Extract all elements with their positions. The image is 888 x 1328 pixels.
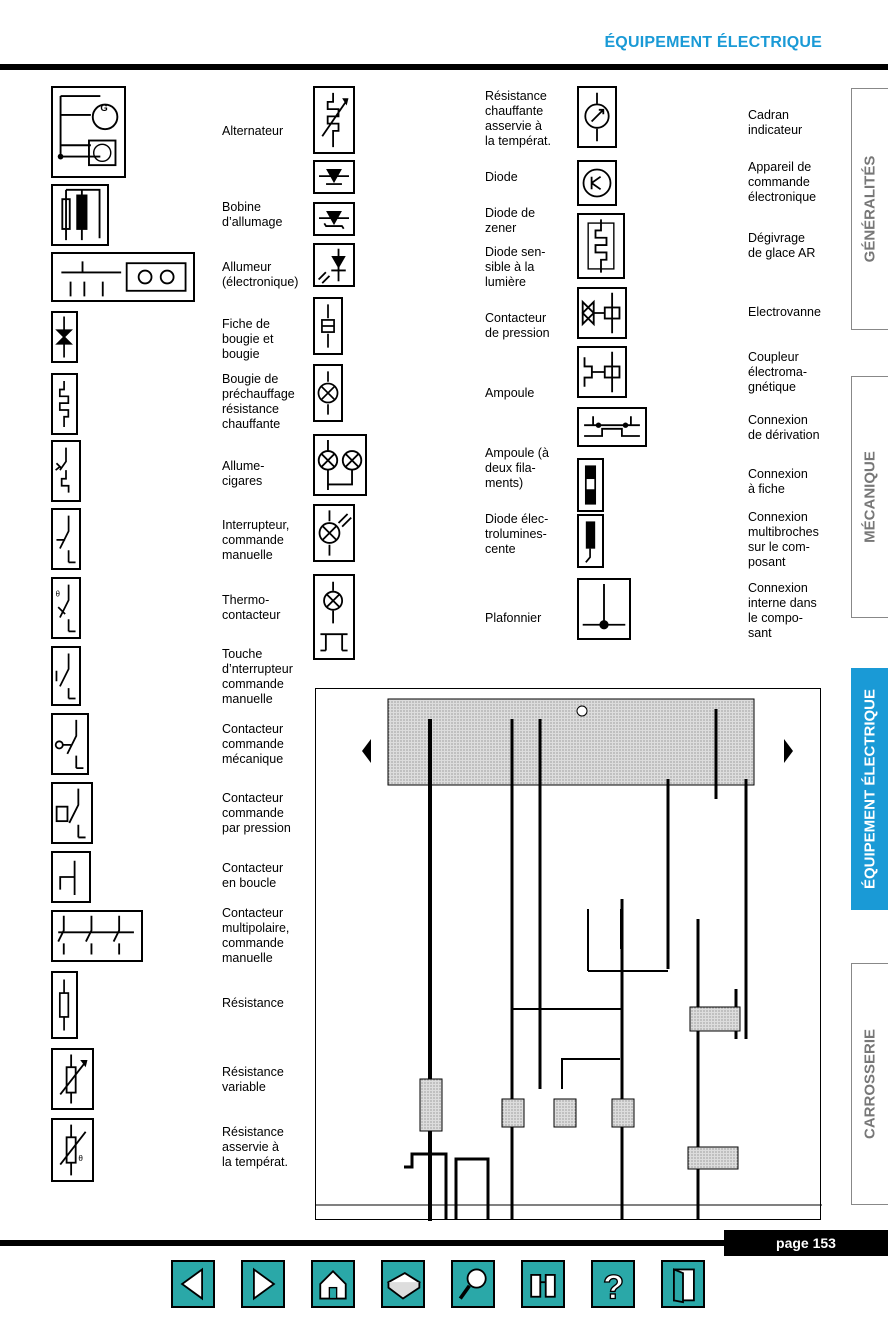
tab-equipement-electrique[interactable]: ÉQUIPEMENT ÉLECTRIQUE (851, 668, 888, 910)
heating-resistor-thermistor-symbol-icon (313, 86, 355, 154)
label-ampoule: Ampoule (485, 386, 535, 400)
exit-door-icon (673, 1268, 695, 1304)
svg-text:θ: θ (78, 1154, 83, 1163)
magnifier-icon (458, 1268, 487, 1300)
binoculars-icon (530, 1274, 556, 1298)
label-connexion-fiche: Connexion à fiche (748, 467, 808, 496)
alternator-symbol-icon: G (51, 86, 126, 178)
diode-symbol-icon (313, 160, 355, 194)
push-switch-symbol-icon (51, 646, 81, 706)
tab-generalites[interactable]: GÉNÉRALITÉS (851, 88, 888, 330)
variable-resistor-symbol-icon (51, 1048, 94, 1110)
header-rule (0, 64, 888, 70)
label-connexion-derivation: Connexion de dérivation (748, 413, 820, 442)
search-button[interactable] (521, 1260, 565, 1308)
cigar-lighter-symbol-icon (51, 440, 81, 502)
label-fiche-bougie: Fiche de bougie et bougie (222, 317, 274, 361)
label-resistance-asservie: Résistance asservie à la températ. (222, 1125, 289, 1169)
label-contacteur-mecanique: Contacteur commande mécanique (222, 722, 284, 766)
double-filament-bulb-symbol-icon (313, 434, 367, 496)
label-contacteur-multipolaire: Contacteur multipolaire, commande manuel… (222, 906, 290, 965)
led-symbol-icon (313, 504, 355, 562)
label-bobine: Bobine d’allumage (222, 200, 283, 229)
glow-plug-symbol-icon (51, 373, 78, 435)
internal-connection-symbol-icon (577, 578, 631, 640)
label-resistance: Résistance (222, 996, 284, 1010)
label-contacteur-boucle: Contacteur en boucle (222, 861, 284, 890)
svg-text:θ: θ (56, 590, 60, 599)
ceiling-light-symbol-icon (313, 574, 355, 660)
pressure-switch-symbol-icon (51, 782, 93, 844)
exit-button[interactable] (661, 1260, 705, 1308)
spark-plug-symbol-icon (51, 311, 78, 363)
loop-switch-symbol-icon (51, 851, 91, 903)
print-button[interactable] (381, 1260, 425, 1308)
label-electrovanne: Electrovanne (748, 305, 821, 319)
label-alternateur: Alternateur (222, 124, 284, 138)
label-diode-electroluminescente: Diode élec- trolumines- cente (485, 512, 549, 556)
label-allumeur: Allumeur (électronique) (222, 260, 299, 289)
footer-rule (0, 1240, 888, 1246)
next-page-button[interactable] (241, 1260, 285, 1308)
label-resistance-variable: Résistance variable (222, 1065, 284, 1094)
label-degivrage: Dégivrage de glace AR (748, 231, 816, 260)
label-touche-interrupteur: Touche d’nterrupteur commande manuelle (222, 647, 293, 706)
label-bougie-prechauffage: Bougie de préchauffage résistance chauff… (222, 372, 295, 431)
multipole-switch-symbol-icon (51, 910, 143, 962)
label-diode-zener: Diode de zener (485, 206, 536, 235)
thermistor-symbol-icon: θ (51, 1118, 94, 1182)
label-coupleur: Coupleur électroma- gnétique (748, 350, 808, 394)
solenoid-valve-symbol-icon (577, 287, 627, 339)
photodiode-symbol-icon (313, 243, 355, 287)
tab-carrosserie[interactable]: CARROSSERIE (851, 963, 888, 1205)
label-allume-cigares: Allume- cigares (222, 459, 265, 488)
label-connexion-interne: Connexion interne dans le compo- sant (748, 581, 817, 640)
previous-page-button[interactable] (171, 1260, 215, 1308)
pressure-contact-symbol-icon (313, 297, 343, 355)
control-unit-symbol-icon (577, 160, 617, 206)
mechanical-switch-symbol-icon (51, 713, 89, 775)
ignition-coil-symbol-icon (51, 184, 109, 246)
label-plafonnier: Plafonnier (485, 611, 542, 625)
arrow-left-icon (180, 1267, 203, 1301)
manual-switch-symbol-icon (51, 508, 81, 570)
label-diode-sensible: Diode sen- sible à la lumière (485, 245, 546, 289)
label-thermo-contacteur: Thermo- contacteur (222, 593, 281, 622)
label-appareil-commande: Appareil de commande électronique (748, 160, 817, 204)
gauge-symbol-icon (577, 86, 617, 148)
distributor-symbol-icon (51, 252, 195, 302)
page-header-title: ÉQUIPEMENT ÉLECTRIQUE (604, 34, 822, 51)
printer-icon (386, 1272, 422, 1300)
page-number-label: page 153 (724, 1230, 888, 1256)
label-cadran: Cadran indicateur (748, 108, 803, 137)
wiring-diagram (315, 688, 822, 1328)
label-resistance-chauffante: Résistance chauffante asservie à la temp… (485, 89, 552, 148)
help-button[interactable]: ? (591, 1260, 635, 1308)
label-diode: Diode (485, 170, 518, 184)
svg-text:G: G (100, 103, 107, 114)
home-button[interactable] (311, 1260, 355, 1308)
label-contacteur-pression: Contacteur commande par pression (222, 791, 291, 835)
zoom-button[interactable] (451, 1260, 495, 1308)
zener-diode-symbol-icon (313, 202, 355, 236)
label-contacteur-de-pression: Contacteur de pression (485, 311, 550, 340)
home-icon (319, 1269, 347, 1300)
branch-connection-symbol-icon (577, 407, 647, 447)
label-interrupteur: Interrupteur, commande manuelle (222, 518, 290, 562)
rear-defrost-symbol-icon (577, 213, 625, 279)
label-connexion-multibroches: Connexion multibroches sur le com- posan… (748, 510, 819, 569)
tab-mecanique[interactable]: MÉCANIQUE (851, 376, 888, 618)
question-icon: ? (602, 1268, 624, 1306)
label-ampoule-deux-filaments: Ampoule (à deux fila- ments) (485, 446, 549, 490)
svg-text:?: ? (603, 1269, 624, 1306)
magnetic-coupler-symbol-icon (577, 346, 627, 398)
resistor-symbol-icon (51, 971, 78, 1039)
thermo-switch-symbol-icon: θ (51, 577, 81, 639)
multipin-connection-symbol-icon (577, 514, 604, 568)
plug-connection-symbol-icon (577, 458, 604, 512)
bulb-symbol-icon (313, 364, 343, 422)
arrow-right-icon (253, 1267, 276, 1301)
